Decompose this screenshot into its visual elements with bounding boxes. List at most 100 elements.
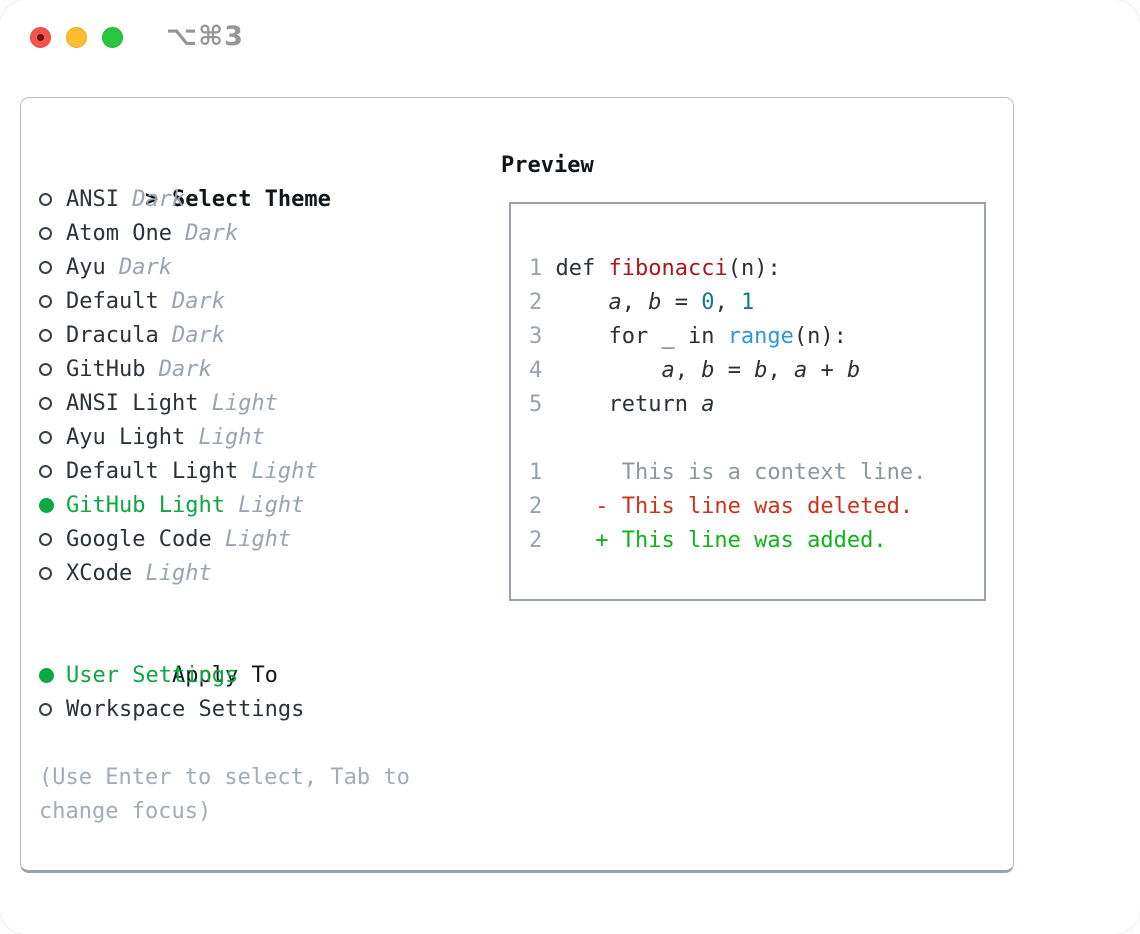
code-segment: = bbox=[714, 358, 755, 383]
option-label: Workspace Settings bbox=[66, 697, 305, 722]
code-segment: 1 bbox=[529, 256, 556, 281]
code-segment: 1 bbox=[529, 460, 543, 485]
apply-option-user-settings[interactable]: User Settings bbox=[39, 659, 479, 693]
select-theme-header: >Select Theme bbox=[39, 149, 479, 212]
code-segment: (n): bbox=[727, 256, 781, 281]
theme-option-default-dark[interactable]: Default Dark bbox=[39, 285, 479, 319]
spacer bbox=[39, 727, 479, 761]
code-segment: , bbox=[714, 290, 741, 315]
code-segment: for _ in bbox=[555, 324, 728, 349]
code-segment: a bbox=[701, 392, 715, 417]
preview-line-1: 1 def fibonacci(n): bbox=[529, 252, 984, 286]
radio-icon bbox=[39, 455, 66, 489]
close-button[interactable] bbox=[30, 27, 51, 48]
variant-label: Dark bbox=[171, 221, 239, 246]
code-segment: 3 bbox=[529, 324, 556, 349]
code-segment: 2 bbox=[529, 528, 543, 553]
code-segment: 1 bbox=[740, 290, 755, 315]
code-segment: return bbox=[555, 392, 702, 417]
option-label: GitHub Light bbox=[66, 493, 225, 518]
preview-line-8: 2 - This line was deleted. bbox=[529, 490, 984, 524]
code-segment: a bbox=[608, 290, 622, 315]
radio-icon bbox=[39, 693, 66, 727]
option-label: Dracula bbox=[66, 323, 159, 348]
option-label: User Settings bbox=[66, 663, 239, 688]
zoom-button[interactable] bbox=[102, 27, 123, 48]
window-title: ⌥⌘3 bbox=[166, 21, 244, 52]
option-label: Google Code bbox=[66, 527, 212, 552]
theme-option-ayu-dark[interactable]: Ayu Dark bbox=[39, 251, 479, 285]
variant-label: Light bbox=[238, 459, 318, 484]
code-segment: 4 bbox=[529, 358, 556, 383]
code-segment: range bbox=[727, 324, 794, 349]
apply-option-workspace-settings[interactable]: Workspace Settings bbox=[39, 693, 479, 727]
code-segment: This is a context line. bbox=[542, 460, 927, 485]
code-segment: 2 bbox=[529, 494, 543, 519]
preview-line-9: 2 + This line was added. bbox=[529, 524, 984, 558]
radio-icon bbox=[39, 387, 66, 421]
radio-icon bbox=[39, 217, 66, 251]
code-segment: b bbox=[754, 358, 768, 383]
hint-text: (Use Enter to select, Tab to change focu… bbox=[39, 765, 410, 824]
preview-line-6 bbox=[529, 422, 984, 456]
code-segment: , bbox=[674, 358, 702, 383]
option-label: Ayu Light bbox=[66, 425, 186, 450]
titlebar: ⌥⌘3 bbox=[0, 0, 1140, 97]
radio-selected-icon bbox=[39, 489, 66, 524]
theme-option-ansi-light-light[interactable]: ANSI Light Light bbox=[39, 387, 479, 421]
theme-option-dracula-dark[interactable]: Dracula Dark bbox=[39, 319, 479, 353]
theme-option-default-light-light[interactable]: Default Light Light bbox=[39, 455, 479, 489]
theme-option-google-code-light[interactable]: Google Code Light bbox=[39, 523, 479, 557]
code-segment: b bbox=[701, 358, 715, 383]
preview-line-2: 2 a, b = 0, 1 bbox=[529, 286, 984, 320]
code-segment: - This line was deleted. bbox=[542, 494, 914, 519]
code-segment: , bbox=[621, 290, 649, 315]
close-dot-icon bbox=[37, 34, 44, 41]
code-segment: 0 bbox=[701, 290, 715, 315]
code-segment bbox=[556, 290, 609, 315]
code-segment: a bbox=[661, 358, 675, 383]
theme-option-ansi-dark[interactable]: ANSI Dark bbox=[39, 183, 479, 217]
theme-option-xcode-light[interactable]: XCode Light bbox=[39, 557, 479, 591]
radio-icon bbox=[39, 557, 66, 591]
option-label: XCode bbox=[66, 561, 133, 586]
variant-label: Dark bbox=[158, 323, 225, 348]
variant-label: Light bbox=[211, 527, 292, 552]
code-segment: = bbox=[661, 290, 702, 315]
variant-label: Dark bbox=[118, 187, 186, 212]
code-segment: a bbox=[793, 358, 808, 383]
code-segment: 5 bbox=[529, 392, 556, 417]
variant-label: Dark bbox=[158, 289, 225, 314]
theme-option-github-dark[interactable]: GitHub Dark bbox=[39, 353, 479, 387]
code-segment: b bbox=[846, 358, 861, 383]
radio-icon bbox=[39, 183, 66, 217]
radio-icon bbox=[39, 421, 66, 455]
preview-line-7: 1 This is a context line. bbox=[529, 456, 984, 490]
code-segment: fibonacci bbox=[608, 256, 728, 281]
variant-label: Dark bbox=[105, 255, 172, 280]
apply-to-header: Apply To bbox=[39, 625, 479, 688]
radio-icon bbox=[39, 523, 66, 557]
minimize-button[interactable] bbox=[66, 27, 87, 48]
option-label: Default bbox=[66, 289, 159, 314]
option-label: Default Light bbox=[66, 459, 239, 484]
theme-option-github-light-light[interactable]: GitHub Light Light bbox=[39, 489, 479, 523]
spacer bbox=[39, 591, 479, 625]
option-label: ANSI Light bbox=[66, 391, 199, 416]
select-theme-title: Select Theme bbox=[171, 187, 331, 212]
radio-icon bbox=[39, 319, 66, 353]
apply-to-title: Apply To bbox=[171, 663, 278, 688]
variant-label: Light bbox=[132, 561, 212, 586]
variant-label: Light bbox=[198, 391, 278, 416]
preview-line-5: 5 return a bbox=[529, 388, 984, 422]
theme-option-ayu-light-light[interactable]: Ayu Light Light bbox=[39, 421, 479, 455]
theme-option-atom-one-dark[interactable]: Atom One Dark bbox=[39, 217, 479, 251]
radio-icon bbox=[39, 285, 66, 319]
code-segment: , bbox=[767, 358, 794, 383]
